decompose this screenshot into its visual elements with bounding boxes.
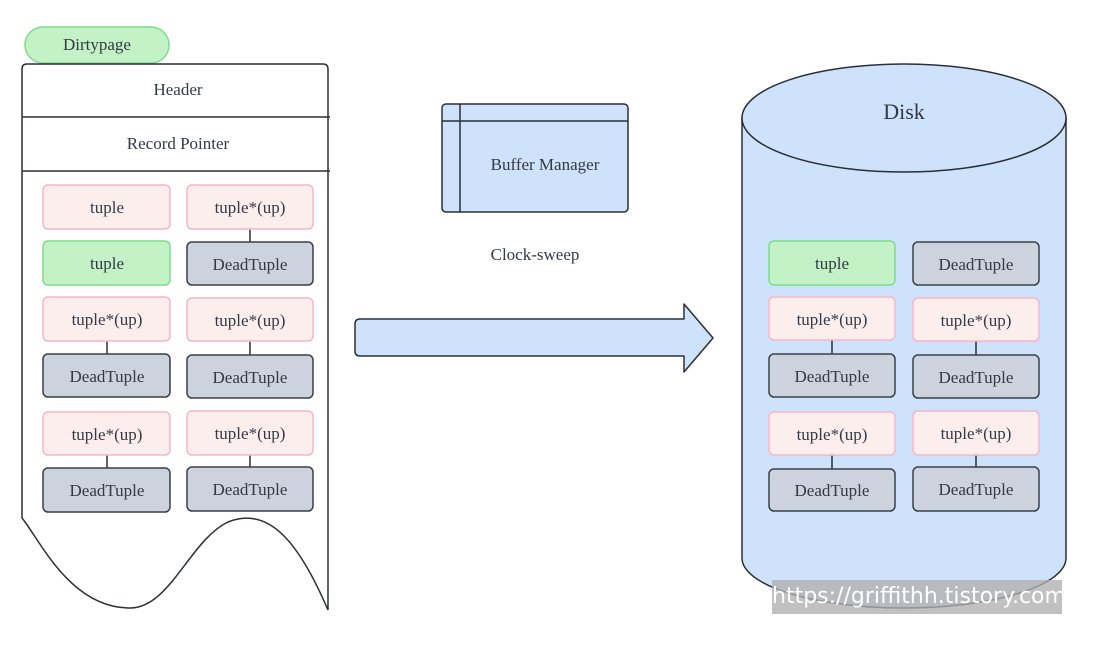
- tuple-label: tuple*(up): [72, 310, 143, 329]
- tuple-label: DeadTuple: [70, 367, 145, 386]
- tuple-label: DeadTuple: [213, 368, 288, 387]
- buffer-manager: Buffer Manager: [441, 103, 629, 213]
- disk-tuple-box: tuple*(up): [768, 296, 896, 341]
- page-tuple-connectors: [106, 229, 251, 468]
- disk-tuple-connectors: [831, 340, 977, 469]
- tuple-label: tuple*(up): [941, 311, 1012, 330]
- tuple-label: tuple*(up): [797, 310, 868, 329]
- page-tuple-box: tuple*(up): [42, 296, 171, 342]
- page-tuple-box: DeadTuple: [186, 241, 314, 286]
- tuple-label: tuple*(up): [215, 424, 286, 443]
- buffer-manager-label: Buffer Manager: [491, 155, 600, 174]
- disk-tuple-box: DeadTuple: [768, 468, 896, 512]
- page-tuple-box: tuple: [42, 184, 171, 230]
- tuple-label: DeadTuple: [939, 368, 1014, 387]
- watermark-url: https://griffithh.tistory.com: [772, 580, 1066, 614]
- tuple-label: tuple: [90, 254, 124, 273]
- page-tuple-box: tuple*(up): [186, 184, 314, 230]
- tuple-label: DeadTuple: [939, 255, 1014, 274]
- page-tuple-box: tuple*(up): [186, 410, 314, 456]
- page-header-label: Header: [153, 80, 202, 99]
- disk-tuple-box: tuple*(up): [912, 410, 1040, 456]
- disk-tuple-box: DeadTuple: [912, 241, 1040, 286]
- disk-label: Disk: [883, 99, 925, 124]
- tuple-label: DeadTuple: [939, 480, 1014, 499]
- page-tuple-box: DeadTuple: [42, 353, 171, 398]
- tuple-label: tuple: [815, 254, 849, 273]
- page-tuple-box: tuple*(up): [42, 411, 171, 456]
- page-tuple-box: DeadTuple: [42, 467, 171, 513]
- disk-tuple-box: DeadTuple: [912, 466, 1040, 512]
- dirtypage-label: Dirtypage: [63, 35, 131, 54]
- page-tuple-box: DeadTuple: [186, 354, 314, 399]
- page-tuple-box: tuple*(up): [186, 297, 314, 342]
- tuple-label: DeadTuple: [213, 480, 288, 499]
- disk-tuple-box: tuple: [768, 240, 896, 286]
- disk-tuple-box: tuple*(up): [912, 297, 1040, 342]
- flush-arrow: [354, 303, 714, 373]
- tuple-label: tuple: [90, 198, 124, 217]
- disk-tuple-box: DeadTuple: [768, 353, 896, 398]
- tuple-label: DeadTuple: [795, 367, 870, 386]
- tuple-label: tuple*(up): [215, 311, 286, 330]
- tuple-label: tuple*(up): [72, 425, 143, 444]
- disk-tuple-box: DeadTuple: [912, 354, 1040, 399]
- dirtypage-badge: Dirtypage: [24, 26, 170, 64]
- page-tuple-box: tuple: [42, 240, 171, 286]
- disk-tuples: tuple DeadTuple tuple*(up) tuple*(up) De…: [768, 240, 1040, 512]
- record-pointer-label: Record Pointer: [127, 134, 230, 153]
- tuple-label: DeadTuple: [70, 481, 145, 500]
- page-tuple-box: DeadTuple: [186, 466, 314, 512]
- clock-sweep-caption: Clock-sweep: [491, 245, 580, 264]
- tuple-label: DeadTuple: [213, 255, 288, 274]
- tuple-label: tuple*(up): [941, 424, 1012, 443]
- tuple-label: tuple*(up): [797, 425, 868, 444]
- tuple-label: tuple*(up): [215, 198, 286, 217]
- tuple-label: DeadTuple: [795, 481, 870, 500]
- page-tuples: tuple tuple*(up) tuple DeadTuple tuple*(…: [42, 184, 314, 513]
- disk-tuple-box: tuple*(up): [768, 411, 896, 456]
